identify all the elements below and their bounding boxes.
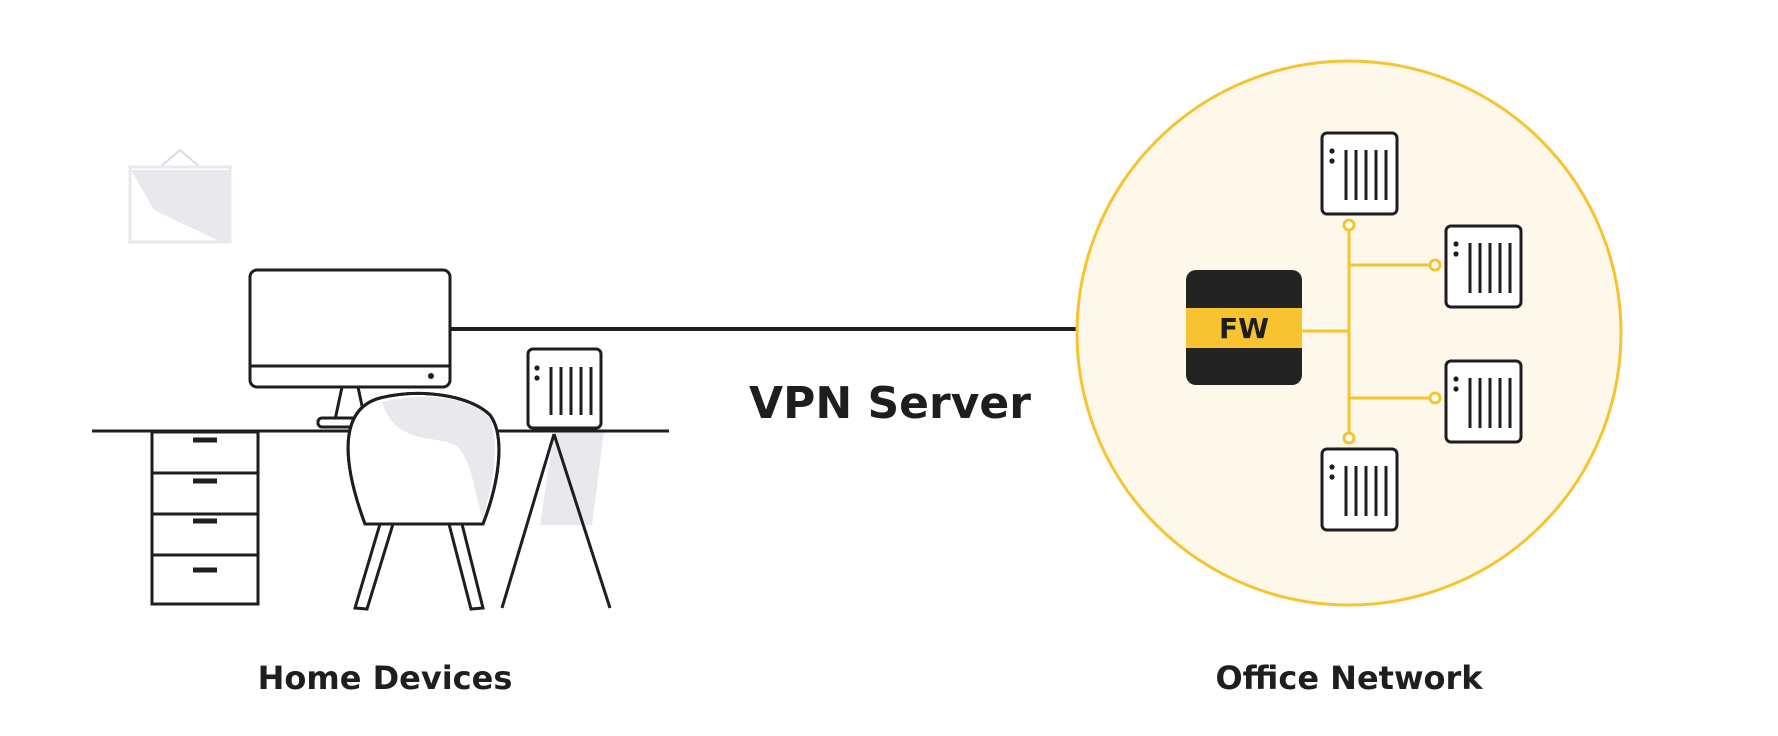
home-server-icon — [526, 347, 603, 430]
firewall-icon: FW — [1186, 270, 1302, 385]
desk-drawer-icon — [150, 430, 260, 606]
home-devices-label: Home Devices — [258, 659, 513, 697]
firewall-label: FW — [1219, 312, 1269, 345]
server-icon — [1320, 447, 1399, 532]
server-icon — [1320, 131, 1399, 216]
server-icon — [1444, 359, 1523, 444]
network-links — [1300, 218, 1442, 445]
chair-icon — [346, 392, 501, 611]
vpn-server-label: VPN Server — [749, 378, 1031, 429]
office-network-label: Office Network — [1215, 659, 1483, 697]
server-icon — [1444, 224, 1523, 309]
picture-frame-icon — [128, 148, 232, 244]
